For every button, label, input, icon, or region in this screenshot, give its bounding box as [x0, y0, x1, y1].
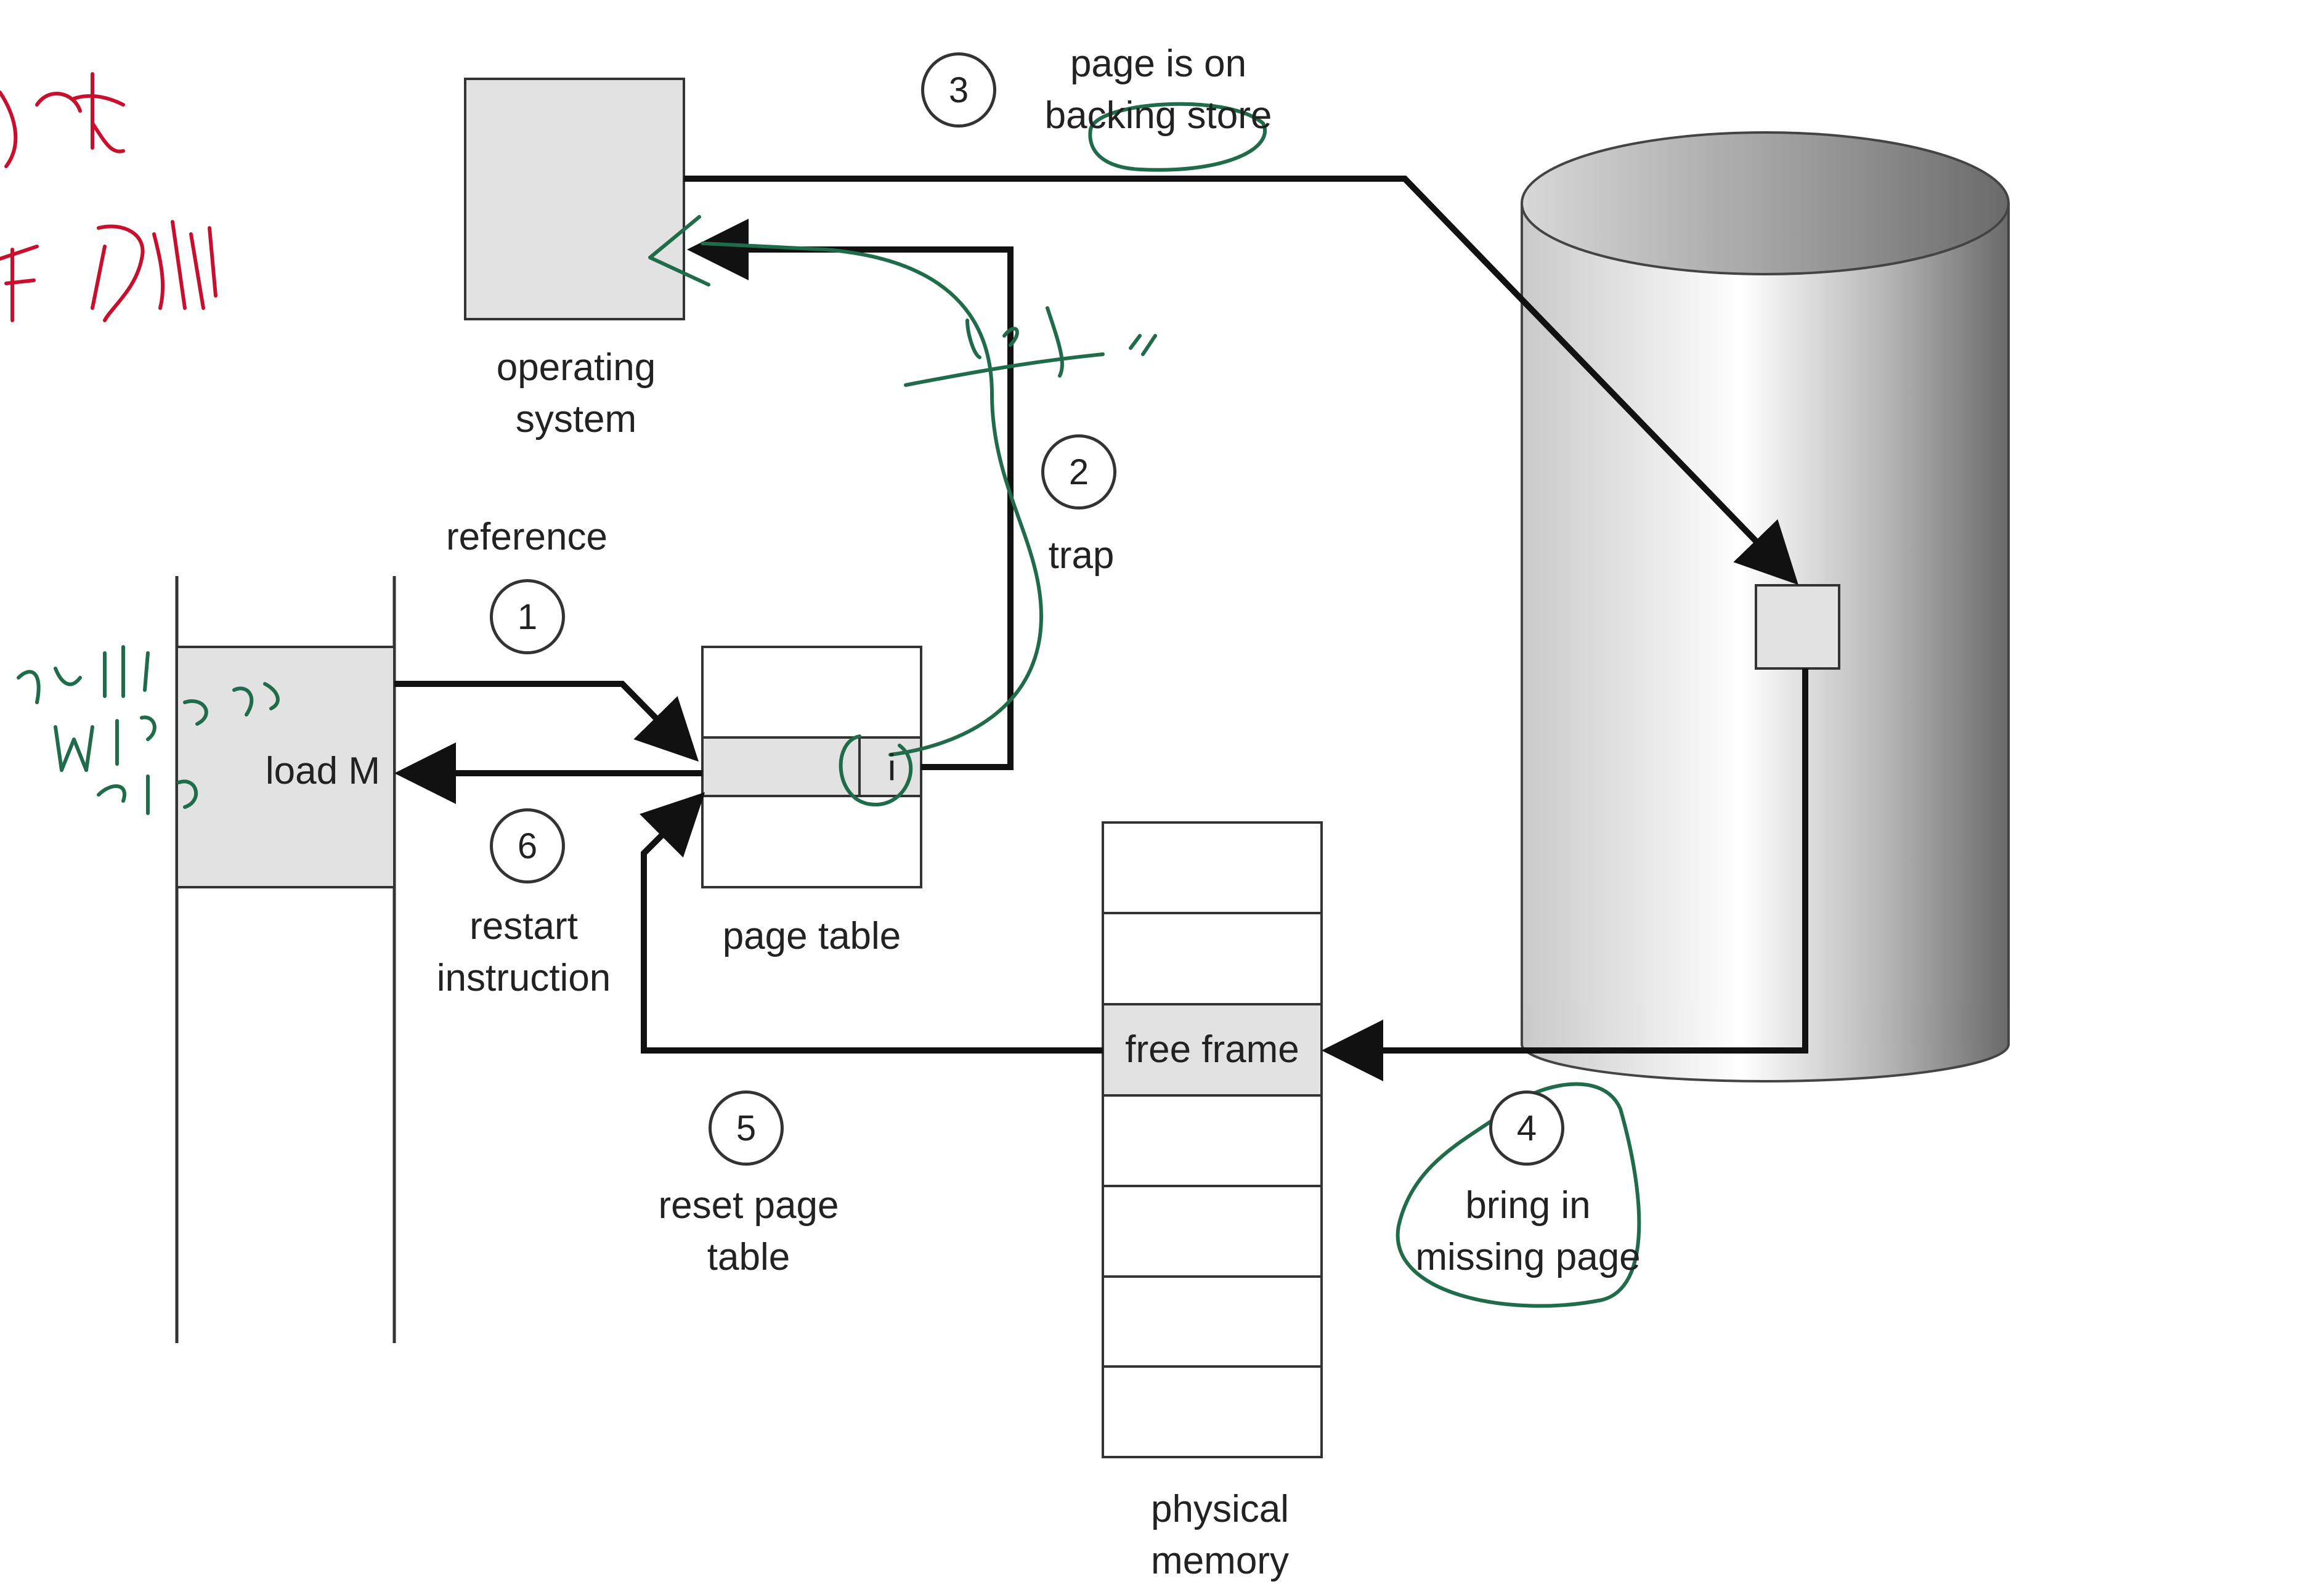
step-1-label: reference — [446, 516, 607, 558]
physical-memory-label: physical memory — [1103, 1484, 1337, 1587]
step-4-label: bring in missing page — [1386, 1180, 1670, 1283]
process-memory — [175, 576, 396, 1343]
step-4-label-line2: missing page — [1415, 1236, 1641, 1278]
step-2-circle: 2 — [1041, 434, 1116, 510]
page-table-entry-bit: i — [887, 747, 896, 788]
handwritten-underline-backing — [1088, 102, 1267, 172]
operating-system-label-line1: operating — [496, 346, 656, 389]
step-2-label: trap — [1048, 534, 1115, 577]
step-3-label-line1: page is on — [1070, 43, 1247, 85]
operating-system-label: operating system — [453, 342, 699, 445]
backing-store-disk — [1521, 131, 2010, 1082]
step-5-circle: 5 — [709, 1090, 784, 1166]
step-6-label-line2: instruction — [436, 957, 611, 999]
step-5-label-line2: table — [707, 1236, 790, 1278]
physical-memory-label-line2: memory — [1151, 1540, 1289, 1582]
handwritten-arrowhead — [648, 215, 710, 286]
arrow-backing-store — [684, 176, 1798, 585]
step-6-label: restart instruction — [407, 901, 641, 1004]
step-3-label-line2: backing store — [1044, 94, 1272, 137]
step-1-circle: 1 — [490, 579, 565, 654]
free-frame-label: free frame — [1125, 1028, 1299, 1071]
physical-memory-label-line1: physical — [1151, 1488, 1289, 1530]
handwritten-circle-i — [839, 734, 913, 806]
page-table-entry — [701, 736, 922, 797]
handwritten-circle-step4 — [1396, 1082, 1641, 1308]
handwritten-korean-note — [17, 645, 280, 815]
step-6-circle: 6 — [490, 808, 565, 883]
step-4-circle: 4 — [1489, 1090, 1564, 1166]
handwritten-red-note — [0, 72, 217, 322]
step-3-label: page is on backing store — [1010, 38, 1306, 142]
missing-page-on-disk — [1755, 584, 1840, 670]
handwritten-trap-word — [904, 306, 1157, 387]
arrow-reset-page-table — [640, 792, 1103, 1054]
arrow-trap — [687, 219, 1014, 770]
load-instruction-text: load M — [265, 750, 380, 792]
arrow-bring-in — [1322, 668, 1808, 1081]
page-table-label: page table — [722, 915, 901, 957]
step-5-label: reset page table — [628, 1180, 869, 1283]
load-instruction-box — [176, 646, 396, 888]
operating-system-label-line2: system — [515, 398, 637, 441]
handwritten-trap-path — [701, 242, 1043, 757]
physical-memory — [1102, 821, 1323, 1458]
step-6-label-line1: restart — [469, 905, 578, 948]
arrow-reference — [394, 681, 699, 762]
step-5-label-line1: reset page — [658, 1184, 839, 1227]
page-table — [701, 646, 922, 888]
operating-system-box — [464, 78, 685, 320]
step-4-label-line1: bring in — [1465, 1184, 1591, 1227]
step-3-circle: 3 — [921, 52, 996, 128]
